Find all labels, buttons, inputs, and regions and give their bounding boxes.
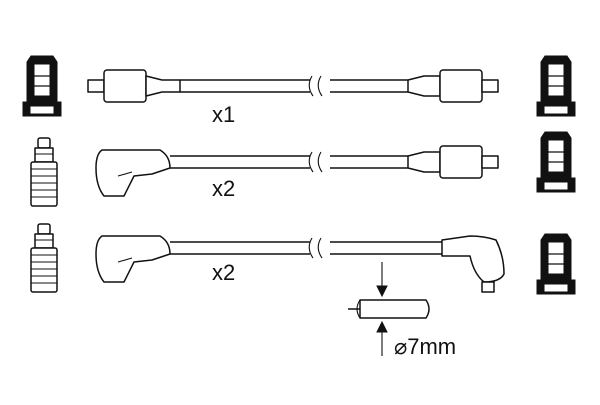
quantity-label-2: x2 (212, 176, 235, 201)
spark-plug-terminal-left-3 (30, 223, 58, 293)
cable-row-2: x2 (30, 131, 576, 207)
straight-boot-left-1 (87, 69, 181, 103)
cable-wire-2 (170, 151, 408, 173)
angled-boot-left-2 (95, 149, 171, 197)
cable-wire-1 (180, 75, 408, 97)
cable-diameter-detail: ⌀7mm (348, 262, 456, 359)
angled-boot-right-3 (441, 235, 505, 293)
straight-boot-right-1 (407, 69, 499, 103)
quantity-label-3: x2 (212, 260, 235, 285)
diameter-label: ⌀7mm (394, 334, 456, 359)
cable-row-3: x2 (30, 223, 576, 295)
cable-row-1: x1 (22, 55, 576, 127)
straight-boot-right-2 (407, 145, 499, 179)
distributor-terminal-right-3 (536, 233, 576, 295)
cable-wire-3 (170, 237, 442, 259)
angled-boot-left-3 (95, 235, 171, 283)
distributor-terminal-right-2 (536, 131, 576, 193)
distributor-terminal-left-1 (22, 55, 62, 117)
distributor-terminal-right-1 (536, 55, 576, 117)
spark-plug-terminal-left-2 (30, 137, 58, 207)
quantity-label-1: x1 (212, 102, 235, 127)
